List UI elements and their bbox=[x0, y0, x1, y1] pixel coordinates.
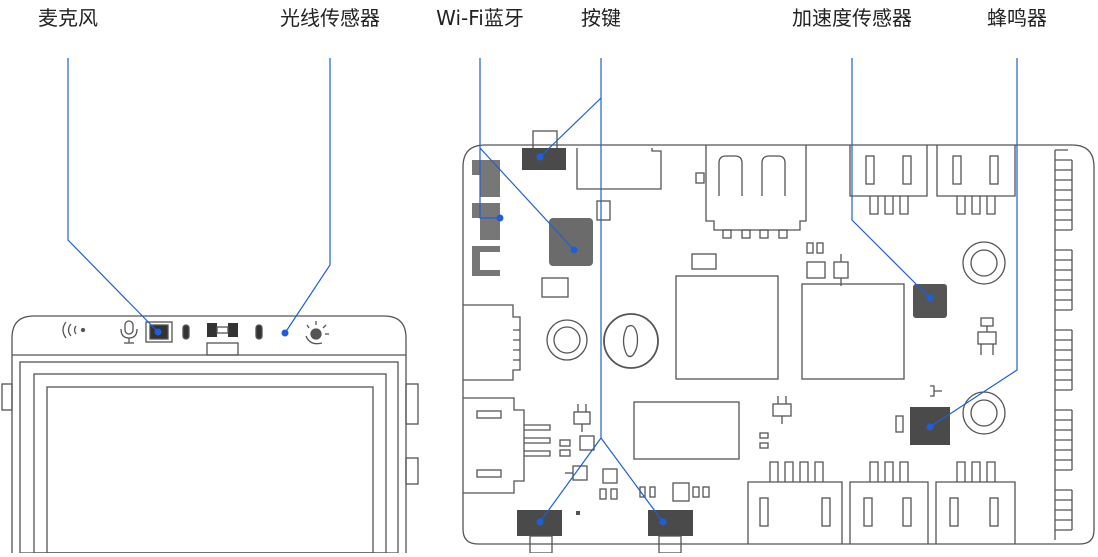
wifi-antenna bbox=[472, 160, 500, 197]
usb-connector bbox=[695, 145, 807, 239]
bottom-button-right bbox=[648, 510, 693, 536]
microphone-icon bbox=[120, 320, 138, 344]
callout-line-button-right bbox=[600, 437, 664, 523]
top-right-connectors bbox=[849, 145, 1016, 215]
top-button-cap bbox=[532, 130, 558, 150]
marker-accelerometer bbox=[926, 294, 934, 302]
marker-wifi-antenna bbox=[496, 214, 504, 222]
flash-chip bbox=[633, 401, 740, 460]
left-side-connectors bbox=[463, 304, 551, 494]
label-light-sensor: 光线传感器 bbox=[280, 6, 380, 30]
signal-icon bbox=[62, 321, 86, 339]
bottom-connectors bbox=[747, 461, 1016, 544]
light-sensor-module bbox=[206, 323, 239, 356]
label-microphone: 麦克风 bbox=[38, 6, 98, 30]
brightness-icon bbox=[305, 321, 329, 345]
label-button: 按键 bbox=[581, 6, 621, 30]
board-ribbed-edge bbox=[1054, 149, 1073, 540]
label-buzzer: 蜂鸣器 bbox=[987, 6, 1047, 30]
callout-line-buzzer bbox=[929, 58, 1018, 428]
label-wifi-bluetooth: Wi-Fi蓝牙 bbox=[436, 6, 524, 30]
callout-line-button-top bbox=[539, 58, 602, 158]
microphone-module bbox=[145, 321, 173, 343]
main-processor bbox=[675, 275, 779, 380]
memory-chip bbox=[801, 283, 905, 380]
marker-microphone bbox=[154, 328, 162, 336]
label-accelerometer: 加速度传感器 bbox=[792, 6, 912, 30]
callout-line-wifi-antenna bbox=[479, 58, 500, 219]
top-button bbox=[522, 148, 566, 170]
callout-markers bbox=[154, 153, 934, 526]
marker-wifi-chip bbox=[570, 246, 578, 254]
board-back bbox=[462, 130, 1095, 554]
marker-button-right bbox=[659, 518, 667, 526]
callout-line-wifi-chip bbox=[479, 147, 575, 251]
device-front bbox=[1, 315, 419, 554]
logo-ring bbox=[603, 313, 659, 369]
callout-line-accelerometer bbox=[851, 58, 931, 299]
callout-line-light-sensor bbox=[284, 58, 331, 334]
wifi-chip bbox=[549, 218, 593, 266]
marker-button-top bbox=[536, 153, 544, 161]
marker-button-left bbox=[536, 518, 544, 526]
callout-line-microphone bbox=[67, 58, 159, 333]
marker-light-sensor bbox=[281, 329, 289, 337]
marker-buzzer bbox=[926, 423, 934, 431]
callout-lines bbox=[67, 58, 1018, 523]
